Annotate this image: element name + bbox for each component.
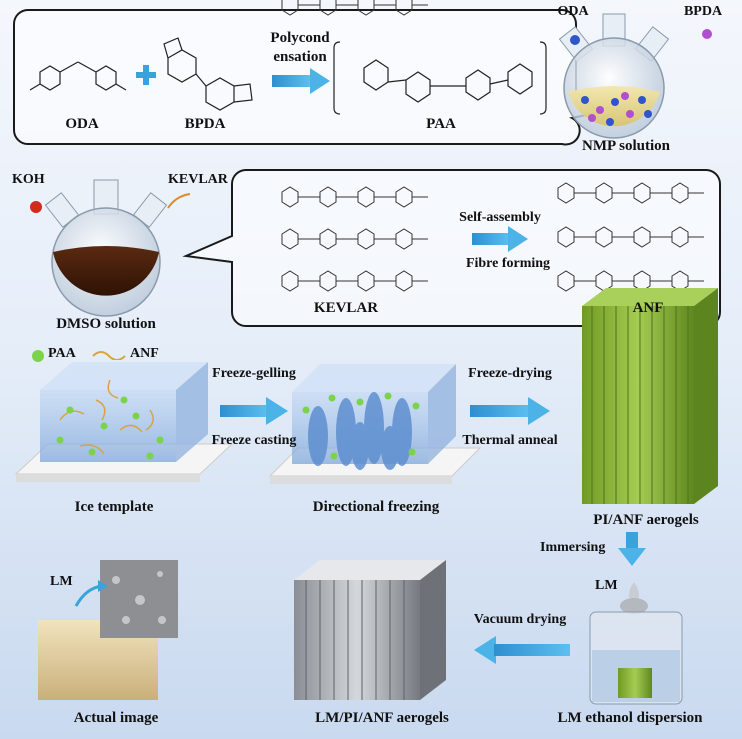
nmp-flask <box>558 13 712 139</box>
polycondensation-arrow <box>272 68 330 94</box>
directional-freezing-cube <box>268 364 482 484</box>
paa-legend-marker <box>32 350 44 362</box>
bpda-label: BPDA <box>184 116 226 132</box>
paa-label: PAA <box>426 116 456 132</box>
arrow-immersing <box>618 532 646 566</box>
oda-structure <box>29 61 127 91</box>
ice-template-cube <box>14 362 234 482</box>
self-assembly-label: Self-assembly <box>459 210 541 225</box>
directional-freezing-caption: Directional freezing <box>312 499 440 515</box>
arrow-freeze-gelling <box>220 397 288 425</box>
lm-pi-anf-aerogel <box>294 560 446 700</box>
lm-pi-anf-aerogels-caption: LM/PI/ANF aerogels <box>315 710 449 726</box>
kevlar-reagent-label: KEVLAR <box>168 172 228 187</box>
plus-icon <box>136 65 156 85</box>
anf-legend-label: ANF <box>130 346 159 361</box>
ice-template-caption: Ice template <box>74 499 154 515</box>
oda-label: ODA <box>65 116 99 132</box>
anf-structure-label: ANF <box>632 300 664 316</box>
polycondensation-label-line2: ensation <box>273 49 327 65</box>
self-assembly-arrow <box>472 226 528 252</box>
flask-reagent-oda: ODA <box>557 4 589 19</box>
freeze-gelling-label: Freeze-gelling <box>212 366 296 381</box>
reaction-panel <box>13 9 712 146</box>
koh-label: KOH <box>12 172 45 187</box>
anf-legend-marker <box>92 351 126 360</box>
actual-image <box>38 560 178 700</box>
fibre-forming-label: Fibre forming <box>465 256 551 271</box>
bpda-structure <box>163 37 253 111</box>
pi-anf-aerogels-caption: PI/ANF aerogels <box>593 512 699 528</box>
actual-image-caption: Actual image <box>73 710 159 726</box>
freeze-casting-label: Freeze casting <box>211 433 297 448</box>
vacuum-drying-label: Vacuum drying <box>473 612 567 627</box>
lm-drop-label: LM <box>595 578 618 593</box>
kevlar-structure-label: KEVLAR <box>313 300 379 316</box>
lm-ethanol-dispersion-caption: LM ethanol dispersion <box>557 710 703 726</box>
arrow-vacuum-drying <box>474 636 570 664</box>
kevlar-chains <box>281 0 429 292</box>
polycondensation-label-line1: Polycond <box>270 30 330 46</box>
kevlar-panel <box>30 0 721 327</box>
dmso-solution-caption: DMSO solution <box>56 316 156 332</box>
paa-legend-label: PAA <box>48 346 76 361</box>
paa-structure <box>333 41 547 115</box>
nmp-solution-caption: NMP solution <box>582 138 670 154</box>
immersing-label: Immersing <box>540 540 606 555</box>
arrow-freeze-drying <box>470 397 550 425</box>
flask-reagent-bpda: BPDA <box>683 4 723 19</box>
freeze-drying-label: Freeze-drying <box>468 366 552 381</box>
thermal-anneal-label: Thermal anneal <box>462 433 558 448</box>
actual-image-lm-label: LM <box>50 574 73 589</box>
lm-beaker <box>589 582 683 705</box>
pi-anf-aerogel <box>582 288 718 504</box>
dmso-flask <box>30 179 191 317</box>
